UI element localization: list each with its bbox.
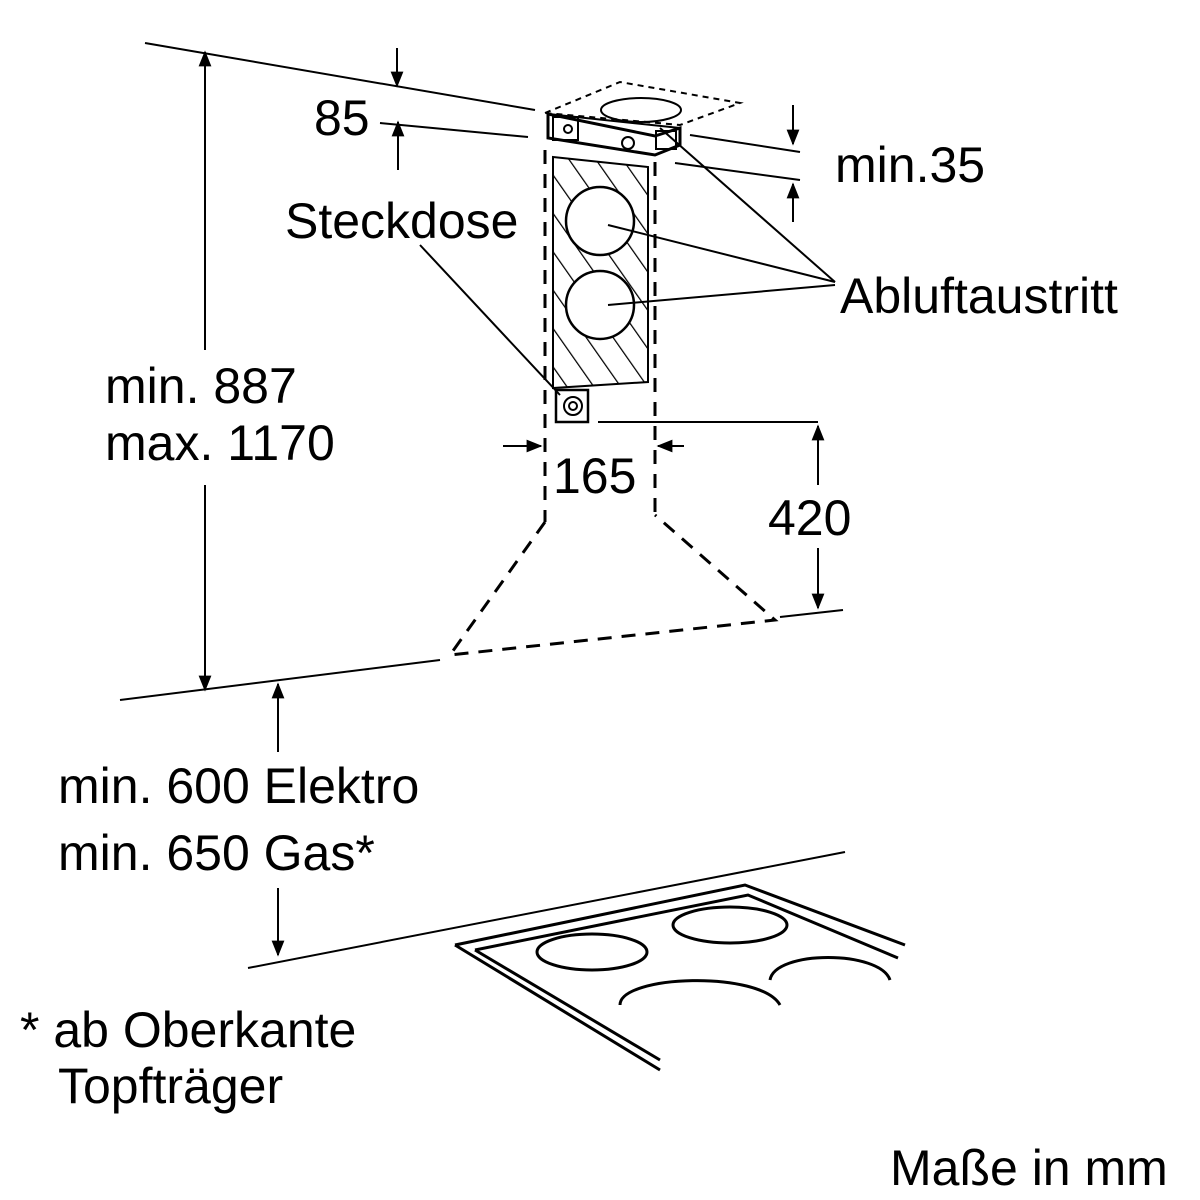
burner-back-left: [535, 932, 649, 972]
burner-front-left: [618, 979, 782, 1006]
units-note: Maße in mm: [890, 1140, 1168, 1196]
socket-leader: [419, 244, 561, 396]
exhaust-outlet-upper: [564, 185, 636, 257]
clearance-electric-label: min. 600 Elektro: [58, 758, 419, 814]
worktop-line: [247, 851, 846, 969]
min35-bottom-line: [674, 162, 801, 181]
dim-420-label: 420: [768, 490, 851, 546]
hood-outline: [446, 513, 779, 657]
dim-85-label: 85: [314, 90, 370, 146]
dim-165-label: 165: [553, 448, 636, 504]
height-min-label: min. 887: [105, 358, 297, 414]
dim-min35-label: min.35: [835, 137, 985, 193]
exhaust-outlet-lower: [564, 269, 636, 341]
exhaust-leader-upper: [607, 224, 836, 283]
ceiling-duct-opening: [600, 97, 682, 123]
min35-top-line: [689, 134, 801, 153]
burner-back-right: [671, 905, 789, 945]
bracket-slot-left: [552, 116, 579, 141]
exhaust-leader-lower: [607, 284, 836, 306]
clearance-gas-label: min. 650 Gas*: [58, 825, 375, 881]
burner-front-right: [768, 956, 892, 981]
footnote-line2: Topfträger: [58, 1058, 283, 1114]
hood-bottom-ref-line: [779, 609, 844, 618]
height-max-label: max. 1170: [105, 415, 335, 471]
socket-icon: [554, 388, 590, 424]
bracket-slot-right: [655, 130, 677, 150]
hood-bottom-line: [119, 659, 441, 701]
ceiling-offset-line: [379, 122, 529, 138]
socket-label: Steckdose: [285, 193, 518, 249]
exhaust-leader-top: [659, 127, 836, 283]
cooktop: [454, 883, 906, 1072]
bracket-screw: [621, 136, 635, 150]
footnote-line1: * ab Oberkante: [20, 1002, 356, 1058]
exhaust-outlet-label: Abluftaustritt: [840, 268, 1118, 324]
